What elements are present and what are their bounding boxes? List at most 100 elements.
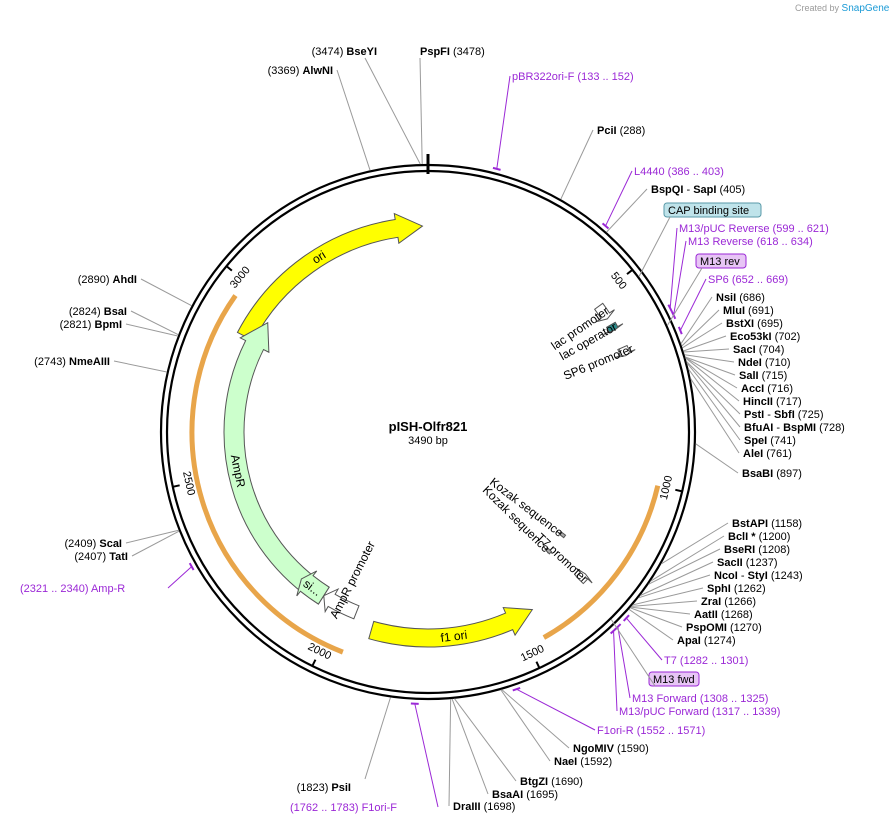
enzyme-label-rb-4: NcoI - StyI (1243): [714, 570, 803, 582]
enzyme-label-mcs-2: BstXI (695): [726, 318, 783, 330]
tick-mark-2500: [172, 484, 180, 488]
primer-label-M13/pUC Reverse: M13/pUC Reverse (599 .. 621): [679, 223, 829, 235]
enzyme-label-bseyi: (3474) BseYI: [312, 46, 377, 58]
enzyme-leader-mcs-10: [686, 362, 741, 428]
tick-mark-2000: [311, 659, 317, 667]
enzyme-leader-bottom-2: [454, 698, 517, 782]
enzyme-label-mcs-5: NdeI (710): [738, 357, 791, 369]
enzyme-label-pspfi: PspFI (3478): [420, 46, 485, 58]
enzyme-label-left-bsai: (2824) BsaI: [69, 306, 127, 318]
enzyme-leader-rb-0: [661, 522, 729, 565]
feature-sp6-promoter: [614, 344, 636, 359]
primer-label-L4440: L4440 (386 .. 403): [634, 166, 724, 178]
tick-label-3000: 3000: [228, 264, 253, 291]
enzyme-leader-rb-3: [640, 561, 714, 596]
enzyme-leader-mcs-9: [686, 361, 741, 415]
enzyme-label-rb-3: SacII (1237): [717, 557, 778, 569]
feature-label-ampr: AmpR: [228, 453, 248, 489]
enzyme-label-bspqi: BspQI - SapI (405): [651, 184, 745, 196]
box-leader-cap-binding-site: [638, 216, 671, 277]
enzyme-label-rb-2: BseRI (1208): [724, 544, 790, 556]
enzyme-leader-bspqi: [606, 188, 648, 233]
enzyme-label-rb-0: BstAPI (1158): [732, 518, 802, 530]
enzyme-leader-left-scai: [125, 529, 179, 544]
enzyme-leader-rb-7: [630, 606, 691, 615]
enzyme-label-bottom-0: NgoMIV (1590): [573, 743, 649, 755]
enzyme-leader-mcs-7: [685, 357, 738, 389]
primer-tick-L4440: [601, 222, 610, 230]
enzyme-label-mcs-9: PstI - SbfI (725): [744, 409, 824, 421]
enzyme-label-rb-8: PspOMI (1270): [686, 622, 762, 634]
primer-label-Amp-R: (2321 .. 2340) Amp-R: [20, 583, 125, 595]
enzyme-leader-mcs-12: [690, 378, 740, 454]
enzyme-leader-rb-6: [631, 600, 698, 607]
enzyme-label-mcs-13: BsaBI (897): [742, 468, 802, 480]
tick-mark-1500: [535, 661, 541, 669]
enzyme-label-left-ahdi: (2890) AhdI: [78, 274, 137, 286]
enzyme-leader-mcs-5: [684, 354, 735, 363]
enzyme-leader-bottom-0: [501, 689, 570, 749]
enzyme-leader-mcs-8: [685, 357, 740, 402]
primer-leader-M13/pUC Reverse: [669, 227, 678, 309]
enzyme-label-mcs-0: NsiI (686): [716, 292, 765, 304]
enzyme-leader-mcs-0: [680, 296, 713, 344]
feature-kozak-1: [558, 530, 567, 539]
enzyme-label-mcs-11: SpeI (741): [744, 435, 796, 447]
enzyme-leader-psii: [364, 697, 391, 780]
enzyme-leader-rb-1: [650, 535, 725, 582]
enzyme-leader-rb-5: [632, 587, 704, 606]
primer-leader-M13 Forward: [617, 626, 631, 699]
primer-label-SP6: SP6 (652 .. 669): [708, 274, 788, 286]
enzyme-leader-mcs-6: [685, 356, 736, 376]
enzyme-leader-mcs-2: [682, 322, 723, 349]
enzyme-leader-left-ahdi: [140, 278, 192, 307]
primer-label-F1ori-R: F1ori-R (1552 .. 1571): [597, 725, 705, 737]
enzyme-label-left-tati: (2407) TatI: [74, 551, 128, 563]
tick-mark-1000: [675, 488, 683, 493]
enzyme-label-rb-9: ApaI (1274): [677, 635, 736, 647]
enzyme-label-left-alwni: (3369) AlwNI: [268, 65, 333, 77]
primer-leader-pBR322ori-F: [496, 75, 511, 169]
primer-tick-T7: [622, 614, 630, 622]
enzyme-leader-mcs-3: [683, 335, 727, 352]
enzyme-leader-bottom-3: [451, 698, 489, 795]
enzyme-label-rb-6: ZraI (1266): [701, 596, 756, 608]
primer-label-pBR322ori-F: pBR322ori-F (133 .. 152): [512, 71, 634, 83]
feature-t7-promoter: [575, 567, 593, 585]
primer-tick-M13/pUC Reverse: [667, 304, 673, 313]
box-leader-m13-rev: [666, 267, 703, 326]
enzyme-leader-rb-2: [648, 548, 721, 585]
enzyme-leader-mcs-13: [695, 443, 739, 474]
feature-f1-ori: [368, 607, 534, 648]
enzyme-label-mcs-4: SacI (704): [733, 344, 784, 356]
enzyme-label-pcii: PciI (288): [597, 125, 645, 137]
plasmid-name: pISH-Olfr821: [389, 419, 468, 434]
enzyme-label-mcs-10: BfuAI - BspMI (728): [744, 422, 845, 434]
enzyme-leader-mcs-4: [683, 348, 730, 353]
orf-arc-left: [189, 294, 344, 655]
feature-lac-promoter: [593, 302, 615, 323]
enzyme-leader-pspfi: [419, 57, 423, 165]
enzyme-leader-left-bpmi: [125, 323, 178, 337]
primer-leader-F1ori-R: [516, 688, 596, 731]
box-m13-rev: [695, 253, 747, 269]
box-m13-fwd: [648, 671, 700, 687]
box-label-cap-binding-site: CAP binding site: [668, 205, 749, 217]
primer-tick-SP6: [677, 326, 683, 335]
enzyme-leader-left-alwni: [336, 69, 371, 171]
enzyme-leader-bseyi: [364, 57, 421, 165]
primer-tick-M13/pUC Forward: [609, 627, 618, 635]
primer-leader-F1ori-F: [414, 703, 439, 808]
primer-tick-Amp-R: [188, 562, 195, 571]
enzyme-leader-bottom-1: [500, 689, 551, 762]
enzyme-leader-mcs-1: [681, 309, 720, 347]
primer-label-M13/pUC Forward: M13/pUC Forward (1317 .. 1339): [619, 706, 780, 718]
credit-text: Created by SnapGene: [795, 3, 890, 14]
feature-ampr-signal: [296, 570, 330, 605]
enzyme-label-mcs-7: AccI (716): [741, 383, 793, 395]
enzyme-label-bottom-4: DraIII (1698): [453, 801, 515, 813]
box-label-m13-fwd: M13 fwd: [653, 674, 695, 686]
primer-leader-M13/pUC Forward: [613, 630, 618, 712]
enzyme-leader-rb-4: [638, 574, 711, 599]
